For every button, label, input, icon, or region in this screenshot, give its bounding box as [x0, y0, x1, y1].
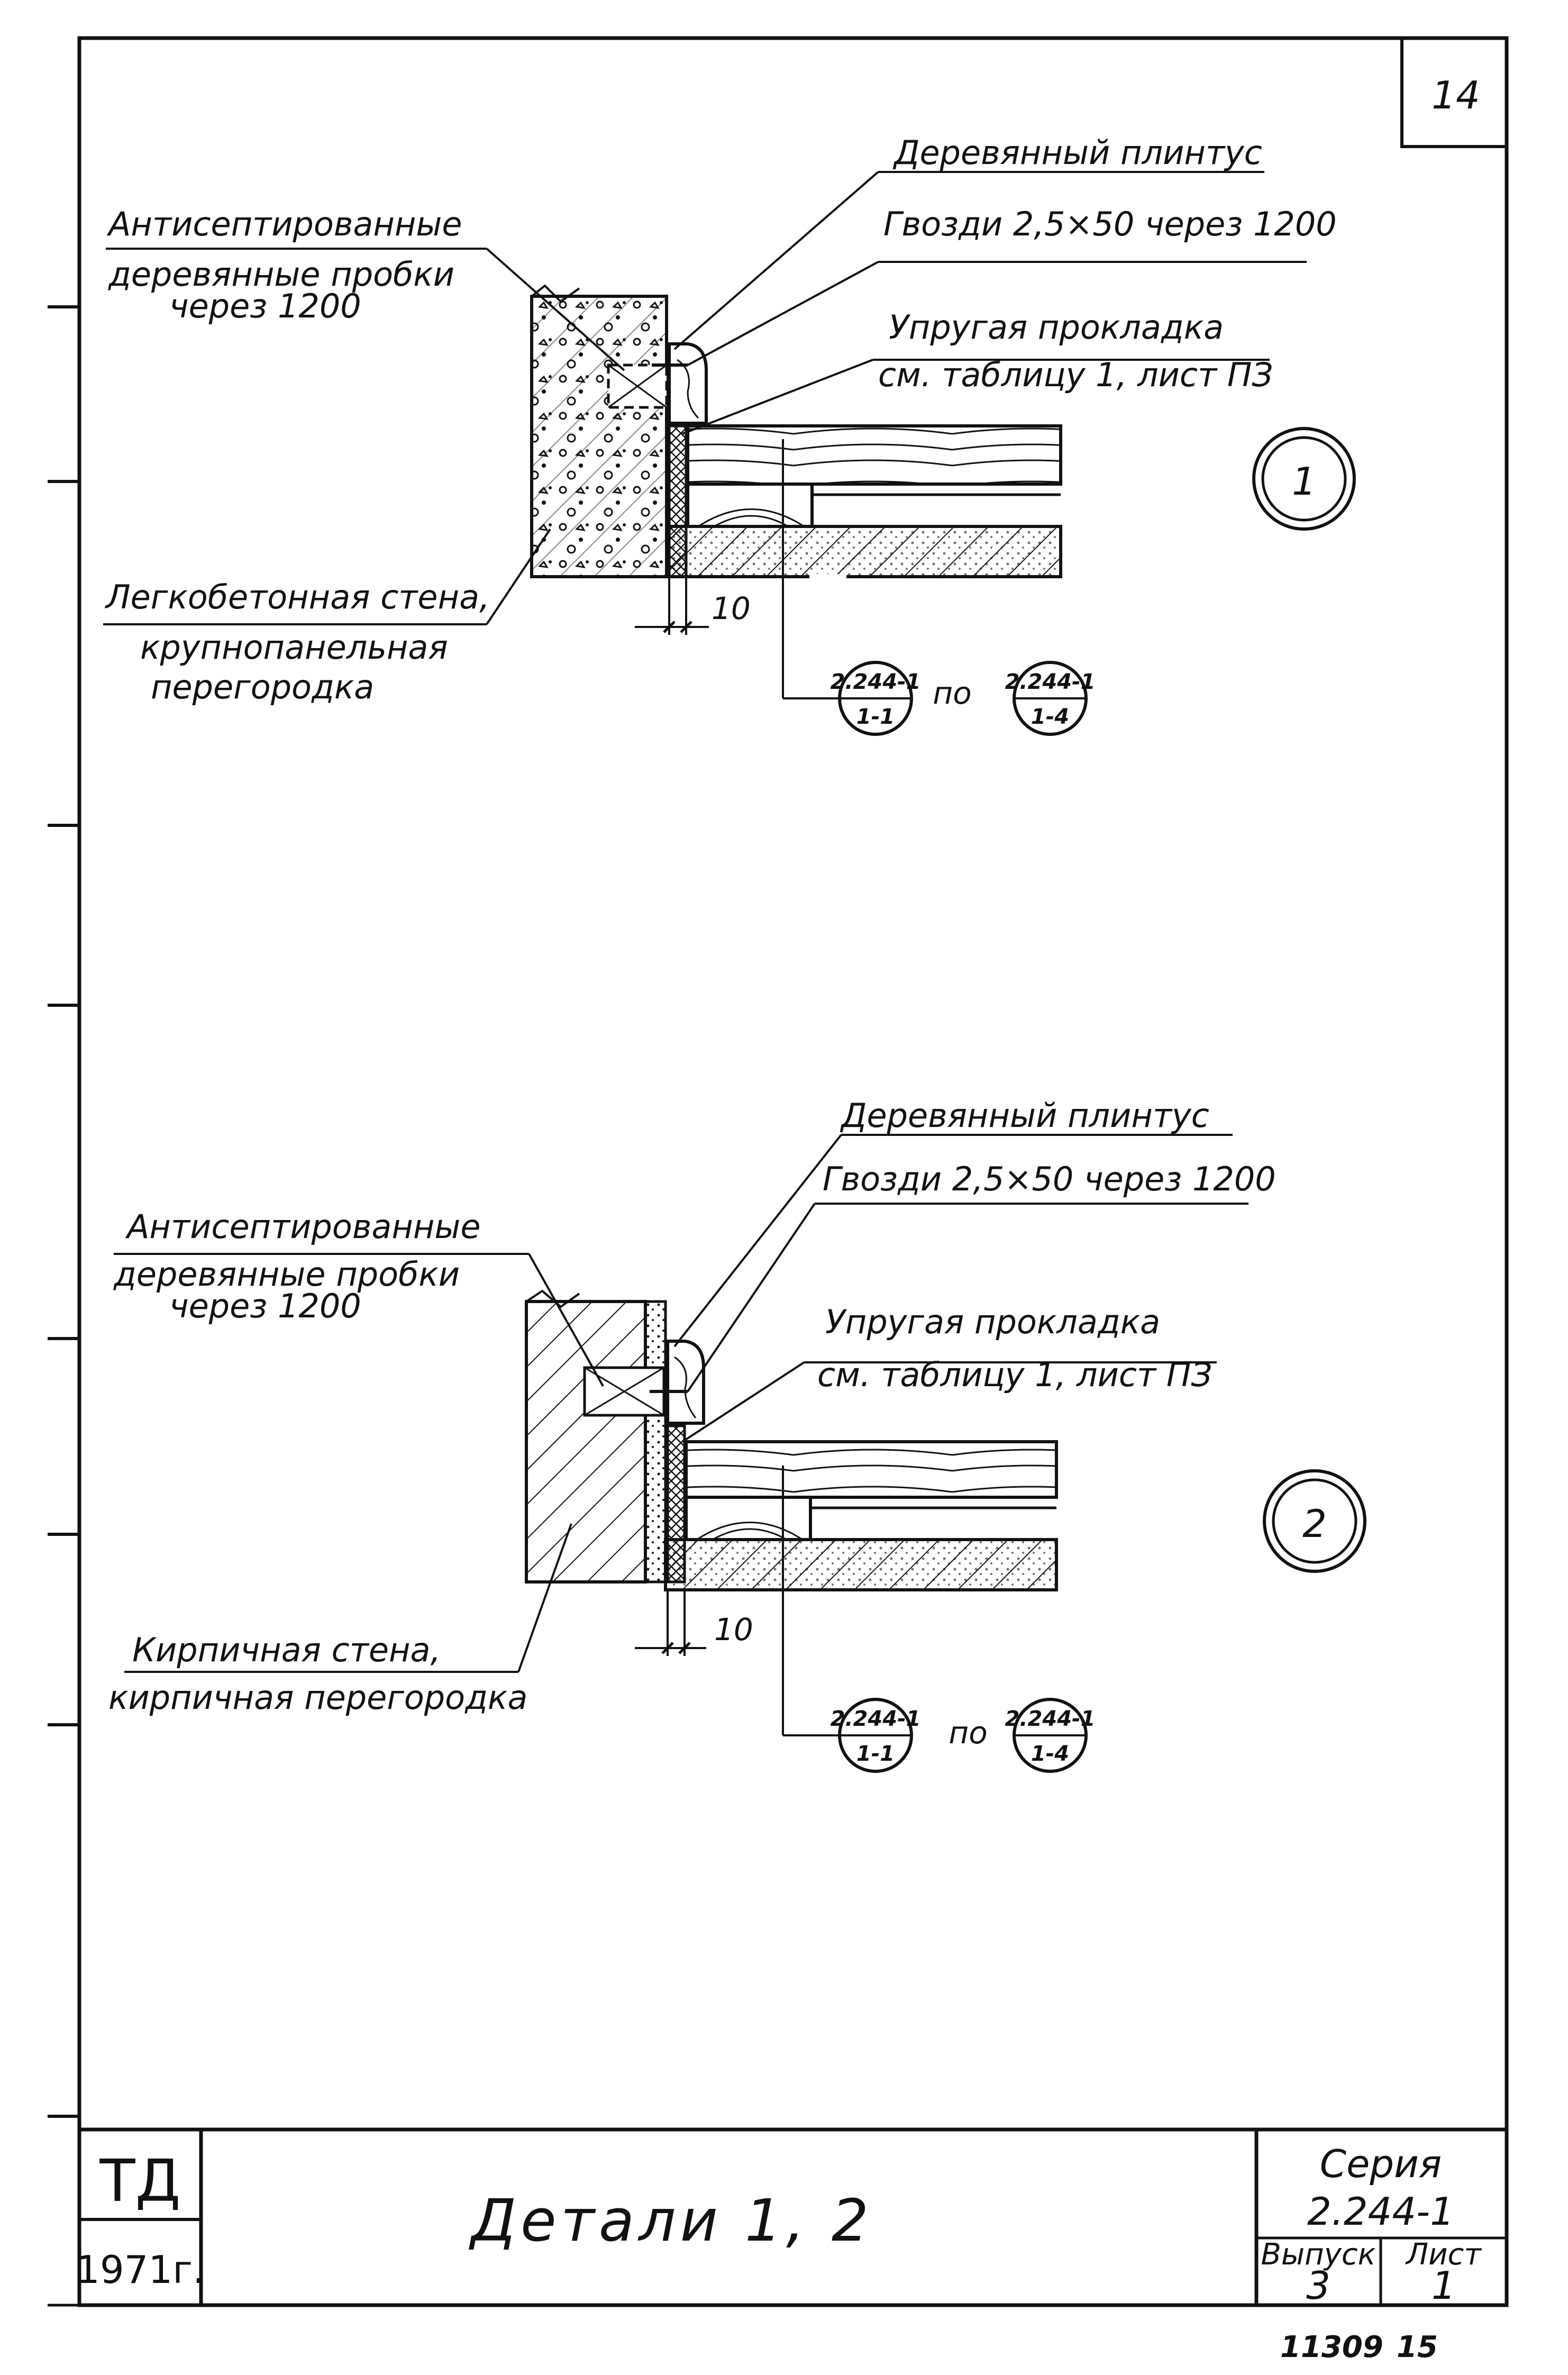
- antiseptic-label-line3: через 1200: [169, 287, 361, 325]
- page-number: 14: [1432, 73, 1480, 117]
- antiseptic-label-line1: Антисептированные: [106, 205, 462, 243]
- gasket-label: Упругая прокладка: [889, 308, 1224, 347]
- detail-1: 10 2.244-1 1-1 по 2.244-1 1-4 1: [103, 133, 1356, 736]
- dimension-label: 10: [712, 590, 751, 626]
- antiseptic-label-line3: через 1200: [169, 1287, 361, 1325]
- detail-2: 10 2.244-1 1-1 по 2.244-1 1-4 2: [108, 1096, 1366, 1773]
- title-block: ТД 1971г. Детали 1, 2 Серия 2.244-1 Выпу…: [76, 2127, 1507, 2308]
- reference-bubble-2b: 2.244-1 1-4: [1005, 1698, 1096, 1773]
- svg-text:1-4: 1-4: [1031, 705, 1069, 729]
- dimension-label: 10: [714, 1612, 753, 1648]
- issue-value: 3: [1306, 2263, 1330, 2308]
- svg-text:1-1: 1-1: [856, 1742, 895, 1766]
- svg-text:2.244-1: 2.244-1: [831, 1707, 921, 1731]
- wall-label-line2: кирпичная перегородка: [108, 1678, 527, 1717]
- svg-text:1: 1: [1292, 459, 1316, 504]
- svg-text:1-1: 1-1: [856, 705, 895, 729]
- issue-label: Выпуск: [1261, 2237, 1376, 2272]
- svg-text:2.244-1: 2.244-1: [1005, 1707, 1096, 1731]
- antiseptic-label-line2: деревянные пробки: [113, 1255, 460, 1294]
- gasket-ref-label: см. таблицу 1, лист ПЗ: [817, 1355, 1212, 1394]
- leaders-1: [103, 171, 1307, 625]
- nails-label: Гвозди 2,5×50 через 1200: [883, 205, 1337, 243]
- dimension-1: 10: [635, 577, 751, 635]
- gasket-label: Упругая прокладка: [825, 1303, 1160, 1341]
- leaders-2: [114, 1134, 1248, 1673]
- floor-board-1: [686, 424, 1062, 486]
- nails-label: Гвозди 2,5×50 через 1200: [823, 1160, 1276, 1198]
- plaster-layer: [644, 1300, 667, 1584]
- wall-label-line1: Легкобетонная стена,: [105, 578, 490, 616]
- plinth-label: Деревянный плинтус: [892, 133, 1262, 172]
- svg-text:1-4: 1-4: [1031, 1742, 1069, 1766]
- sheet-label: Лист: [1405, 2237, 1482, 2272]
- detail-marker-2: 2: [1263, 1469, 1366, 1573]
- svg-text:2: 2: [1302, 1502, 1327, 1546]
- wall-label-line3: перегородка: [151, 668, 374, 706]
- series-value: 2.244-1: [1307, 2189, 1454, 2234]
- svg-text:2.244-1: 2.244-1: [1005, 670, 1096, 694]
- sheet-frame: [48, 36, 1509, 2307]
- dimension-2: 10: [635, 1590, 753, 1656]
- year: 1971г.: [76, 2247, 205, 2292]
- sheet-value: 1: [1432, 2263, 1456, 2308]
- reference-bubble-1a: 2.244-1 1-1: [831, 661, 921, 736]
- reference-bubble-1b: 2.244-1 1-4: [1005, 661, 1096, 736]
- antiseptic-label-line2: деревянные пробки: [108, 255, 454, 294]
- wall-label-line2: крупнопанельная: [140, 628, 448, 667]
- page-number-box: 14: [1400, 37, 1508, 148]
- drawing-title: Детали 1, 2: [468, 2187, 873, 2254]
- wooden-plinth-1: [668, 342, 708, 425]
- gasket-ref-label: см. таблицу 1, лист ПЗ: [878, 356, 1273, 394]
- wall-label-line1: Кирпичная стена,: [132, 1631, 441, 1669]
- brick-wall: [525, 1300, 647, 1584]
- footer-page: 15: [1397, 2330, 1438, 2364]
- svg-text:2.244-1: 2.244-1: [831, 670, 921, 694]
- detail-marker-1: 1: [1252, 427, 1356, 531]
- reference-bubble-2a: 2.244-1 1-1: [831, 1698, 921, 1773]
- series-label: Серия: [1320, 2142, 1442, 2186]
- ref-word-2: по: [949, 1715, 987, 1751]
- footer-code: 11309: [1280, 2330, 1383, 2364]
- floor-board-2: [685, 1440, 1058, 1499]
- antiseptic-label-line1: Антисептированные: [125, 1207, 481, 1246]
- plinth-label: Деревянный плинтус: [840, 1096, 1209, 1135]
- ref-word-1: по: [933, 675, 971, 711]
- org-code: ТД: [99, 2147, 180, 2215]
